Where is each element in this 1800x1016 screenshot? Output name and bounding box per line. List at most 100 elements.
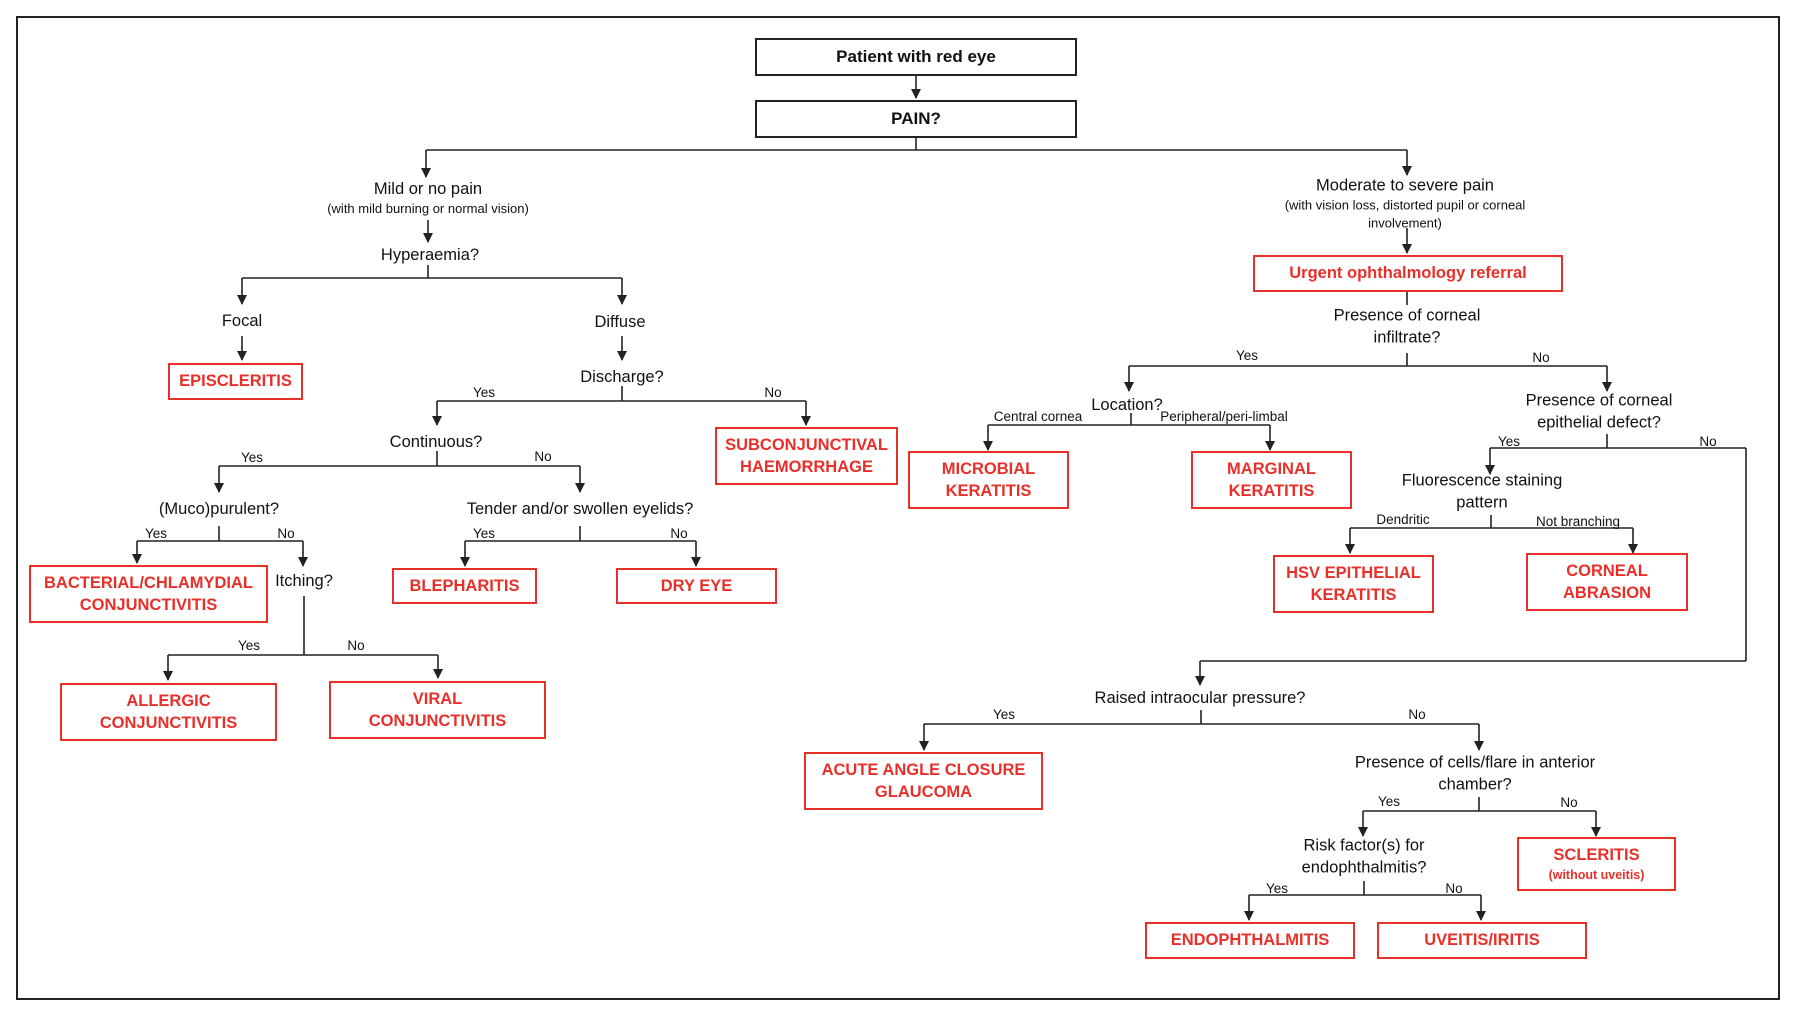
start-label: Patient with red eye <box>836 46 996 66</box>
fluorescence-line2: pattern <box>1456 494 1508 512</box>
mucopurulent-question: (Muco)purulent? <box>158 499 280 518</box>
itching-yes-label: Yes <box>237 637 261 653</box>
continuous-no-label: No <box>534 448 552 464</box>
corneal-abrasion-box: CORNEAL ABRASION <box>1526 553 1688 611</box>
uveitis-label: UVEITIS/IRITIS <box>1424 931 1540 950</box>
corneal-infiltrate-line2: infiltrate? <box>1373 329 1441 347</box>
infiltrate-yes-label: Yes <box>1235 347 1259 363</box>
viral-line1: VIRAL <box>412 689 463 708</box>
viral-conjunctivitis-box: VIRAL CONJUNCTIVITIS <box>329 681 546 739</box>
epithelial-defect-line1: Presence of corneal <box>1525 391 1673 410</box>
peripheral-label: Peripheral/peri-limbal <box>1160 408 1288 424</box>
subconjunctival-haemorrhage-box: SUBCONJUNCTIVAL HAEMORRHAGE <box>715 427 898 485</box>
severe-pain-sublabel-2: involvement) <box>1368 215 1442 231</box>
diffuse-node: Diffuse <box>594 312 646 331</box>
microbial-line2: KERATITIS <box>945 482 1032 500</box>
focal-node: Focal <box>221 311 263 330</box>
continuous-question: Continuous? <box>389 432 483 451</box>
pain-node: PAIN? <box>755 100 1077 138</box>
location-question: Location? <box>1091 395 1163 414</box>
itching-no-label: No <box>347 637 365 653</box>
epithelial-defect-question: Presence of corneal epithelial defect? <box>1526 390 1673 435</box>
infiltrate-no-label: No <box>1532 349 1550 365</box>
bacterial-line2: CONJUNCTIVITIS <box>79 596 218 614</box>
scleritis-sublabel: (without uveitis) <box>1548 867 1645 882</box>
risk-no-label: No <box>1445 880 1463 896</box>
urgent-referral-box: Urgent ophthalmology referral <box>1253 255 1563 292</box>
endophthalmitis-risk-question: Risk factor(s) for endophthalmitis? <box>1302 835 1427 880</box>
risk-line1: Risk factor(s) for <box>1303 836 1425 855</box>
dry-eye-box: DRY EYE <box>616 568 777 604</box>
episcleritis-box: EPISCLERITIS <box>168 363 303 400</box>
not-branching-label: Not branching <box>1535 513 1621 529</box>
angle-closure-glaucoma-box: ACUTE ANGLE CLOSURE GLAUCOMA <box>804 752 1043 810</box>
endophthalmitis-label: ENDOPHTHALMITIS <box>1170 931 1330 950</box>
mucopurulent-yes-label: Yes <box>144 525 168 541</box>
central-cornea-label: Central cornea <box>993 408 1083 424</box>
urgent-referral-label: Urgent ophthalmology referral <box>1289 264 1527 283</box>
mild-pain-label: Mild or no pain <box>373 180 483 199</box>
mild-pain-sublabel: (with mild burning or normal vision) <box>327 201 529 217</box>
episcleritis-label: EPISCLERITIS <box>179 372 292 391</box>
glaucoma-line1: ACUTE ANGLE CLOSURE <box>821 760 1026 779</box>
microbial-line1: MICROBIAL <box>941 459 1036 478</box>
dendritic-label: Dendritic <box>1376 511 1430 527</box>
tender-no-label: No <box>670 525 688 541</box>
dry-eye-label: DRY EYE <box>660 576 733 595</box>
scleritis-label: SCLERITIS <box>1553 846 1640 865</box>
iop-yes-label: Yes <box>992 706 1016 722</box>
marginal-line2: KERATITIS <box>1228 482 1315 500</box>
subconjunctival-line2: HAEMORRHAGE <box>740 458 873 476</box>
allergic-line2: CONJUNCTIVITIS <box>99 714 238 732</box>
corneal-infiltrate-line1: Presence of corneal <box>1333 306 1481 325</box>
epithelial-no-label: No <box>1699 433 1717 449</box>
marginal-line1: MARGINAL <box>1227 459 1316 478</box>
epithelial-defect-line2: epithelial defect? <box>1537 414 1661 432</box>
cells-yes-label: Yes <box>1377 793 1401 809</box>
severe-pain-sublabel-1: (with vision loss, distorted pupil or co… <box>1284 197 1526 213</box>
iop-no-label: No <box>1408 706 1426 722</box>
diagram-frame <box>16 16 1780 1000</box>
discharge-no-label: No <box>764 384 782 400</box>
anterior-chamber-line1: Presence of cells/flare in anterior <box>1354 753 1596 772</box>
mild-pain-node: Mild or no pain (with mild burning or no… <box>327 178 529 218</box>
allergic-conjunctivitis-box: ALLERGIC CONJUNCTIVITIS <box>60 683 277 741</box>
severe-pain-label: Moderate to severe pain <box>1316 176 1494 195</box>
blepharitis-label: BLEPHARITIS <box>409 576 520 595</box>
anterior-chamber-question: Presence of cells/flare in anterior cham… <box>1355 752 1595 797</box>
bacterial-line1: BACTERIAL/CHLAMYDIAL <box>44 573 253 592</box>
risk-line2: endophthalmitis? <box>1301 859 1427 877</box>
itching-question: Itching? <box>275 571 333 590</box>
subconjunctival-line1: SUBCONJUNCTIVAL <box>725 435 888 454</box>
epithelial-yes-label: Yes <box>1497 433 1521 449</box>
continuous-yes-label: Yes <box>240 449 264 465</box>
discharge-yes-label: Yes <box>472 384 496 400</box>
discharge-question: Discharge? <box>580 367 664 386</box>
microbial-keratitis-box: MICROBIAL KERATITIS <box>908 451 1069 509</box>
glaucoma-line2: GLAUCOMA <box>874 783 973 801</box>
abrasion-line2: ABRASION <box>1562 584 1651 602</box>
anterior-chamber-line2: chamber? <box>1438 776 1512 794</box>
start-node: Patient with red eye <box>755 38 1077 76</box>
mucopurulent-no-label: No <box>277 525 295 541</box>
endophthalmitis-box: ENDOPHTHALMITIS <box>1145 922 1355 959</box>
abrasion-line1: CORNEAL <box>1566 561 1648 580</box>
tender-eyelids-question: Tender and/or swollen eyelids? <box>466 499 694 518</box>
cells-no-label: No <box>1560 794 1578 810</box>
blepharitis-box: BLEPHARITIS <box>392 568 537 604</box>
allergic-line1: ALLERGIC <box>126 691 211 710</box>
bacterial-chlamydial-box: BACTERIAL/CHLAMYDIAL CONJUNCTIVITIS <box>29 565 268 623</box>
pain-label: PAIN? <box>891 108 941 128</box>
marginal-keratitis-box: MARGINAL KERATITIS <box>1191 451 1352 509</box>
fluorescence-line1: Fluorescence staining <box>1401 471 1563 490</box>
hyperaemia-question: Hyperaemia? <box>380 245 480 264</box>
viral-line2: CONJUNCTIVITIS <box>368 712 507 730</box>
severe-pain-node: Moderate to severe pain (with vision los… <box>1285 174 1526 231</box>
iop-question: Raised intraocular pressure? <box>1094 688 1306 707</box>
tender-yes-label: Yes <box>472 525 496 541</box>
uveitis-iritis-box: UVEITIS/IRITIS <box>1377 922 1587 959</box>
hsv-line1: HSV EPITHELIAL <box>1286 563 1421 582</box>
fluorescence-question: Fluorescence staining pattern <box>1402 470 1563 515</box>
hsv-line2: KERATITIS <box>1310 586 1397 604</box>
